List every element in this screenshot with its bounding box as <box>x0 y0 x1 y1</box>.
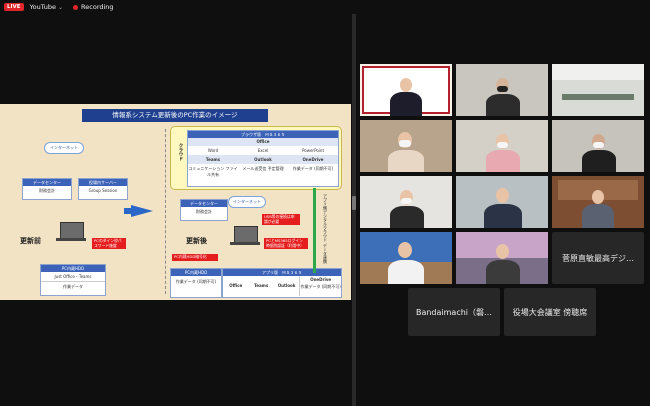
participant-face <box>496 188 509 203</box>
participant-body <box>390 206 424 228</box>
hdd-box-left: PC内蔵HDD Just Office・Teams 作業データ <box>40 264 106 296</box>
participant-body <box>486 260 520 284</box>
green-sync-arrow <box>313 188 316 273</box>
participant-face <box>400 78 412 92</box>
slide-title: 情報系システム更新後のPC作業のイメージ <box>82 109 268 122</box>
participant-video-tile[interactable] <box>360 120 452 172</box>
mask-icon <box>401 198 412 204</box>
participant-body <box>582 150 616 172</box>
hdd-box-right: PC内蔵HDD 作業データ (同期不可) <box>170 268 222 298</box>
participant-body <box>388 150 424 172</box>
app-ms365-box: アプリ版 ＭＳ３６５ Office Teams Outlook OneDrive… <box>222 268 342 298</box>
participant-video-tile[interactable] <box>360 232 452 284</box>
participant-name-tile[interactable]: 菅原直敏最高デジ… <box>552 232 644 284</box>
participant-video-tile[interactable] <box>456 232 548 284</box>
stream-source-dropdown[interactable]: YouTube <box>29 3 57 11</box>
mask-icon <box>593 142 604 148</box>
participant-face <box>398 242 412 258</box>
participant-video-tile[interactable] <box>360 176 452 228</box>
server-box-left: 役場内サーバー Group Session <box>78 178 128 200</box>
laptop-right-base-icon <box>230 242 260 245</box>
participant-body <box>582 204 614 228</box>
browser-ms365: ブラウザ版 ＭＳ３６５ Office Word Excel PowerPoint… <box>187 130 339 187</box>
transition-arrow-icon <box>131 205 153 217</box>
cloud-ms365-box: クラウド ブラウザ版 ＭＳ３６５ Office Word Excel Power… <box>170 126 342 190</box>
laptop-right-icon <box>234 226 258 243</box>
after-label: 更新後 <box>186 237 207 245</box>
participant-body <box>486 94 520 116</box>
participant-video-tile[interactable] <box>552 176 644 228</box>
usb-approval-label: USB等の接続は申請が必要 <box>262 214 300 226</box>
chevron-down-icon[interactable]: ⌄ <box>58 3 64 11</box>
participant-video-tile[interactable] <box>360 64 452 116</box>
transition-arrow-shaft <box>124 208 136 214</box>
datacenter-box-right: データセンター 財務会計 <box>180 199 228 221</box>
participant-video-tile[interactable] <box>456 64 548 116</box>
split-divider[interactable] <box>352 14 356 406</box>
live-badge: LIVE <box>4 3 24 11</box>
participant-video-tile[interactable] <box>456 176 548 228</box>
before-label: 更新前 <box>20 237 41 245</box>
participant-name-tile[interactable]: 役場大会議室 傍聴席 <box>504 288 596 336</box>
green-sync-label: アプリ側デジタルクラウド データ連携 <box>323 194 328 264</box>
laptop-icon <box>60 222 84 239</box>
participant-video-tile[interactable] <box>552 64 644 116</box>
ms365-auth-label: PCとMS365ログイン時個別認証（利用中） <box>264 238 308 250</box>
participant-video-tile[interactable] <box>552 120 644 172</box>
mask-icon <box>497 142 508 148</box>
internet-cloud-left: インターネット <box>44 142 84 154</box>
cloud-label: クラウド <box>178 143 183 161</box>
datacenter-box-left: データセンター 財務会計 <box>22 178 72 200</box>
hdd-encryption-label: PC内蔵HDD暗号化 <box>172 254 218 261</box>
participant-video-tile[interactable] <box>456 120 548 172</box>
drag-handle-icon[interactable] <box>352 196 356 210</box>
recording-indicator: Recording <box>81 3 114 11</box>
participant-name-tile[interactable]: Bandaimachi（磐… <box>408 288 500 336</box>
mask-icon <box>497 86 508 92</box>
participant-body <box>388 260 424 284</box>
mask-icon <box>399 140 411 147</box>
participant-body <box>390 92 422 116</box>
top-bar: LIVE YouTube ⌄ Recording <box>0 0 650 14</box>
participant-body <box>484 204 522 228</box>
shared-screen-slide: 情報系システム更新後のPC作業のイメージ インターネット データセンター 財務会… <box>0 104 351 300</box>
participant-body <box>486 150 520 172</box>
internet-cloud-right: インターネット <box>228 196 266 208</box>
password-lock-label: PCのダイン枠パスワード施錠 <box>92 238 126 250</box>
participant-face <box>496 244 509 259</box>
recording-dot-icon <box>73 4 79 10</box>
laptop-base-icon <box>56 238 86 241</box>
participant-face <box>592 190 604 204</box>
office-desks <box>562 94 634 100</box>
slide-divider <box>165 129 166 294</box>
ceiling <box>552 64 644 80</box>
